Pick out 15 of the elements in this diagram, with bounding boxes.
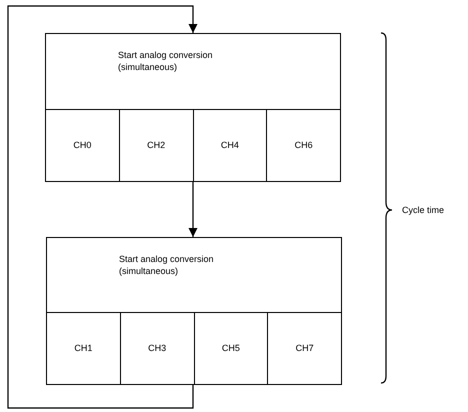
cycle-time-label: Cycle time (402, 204, 444, 217)
channel-label: CH4 (220, 138, 239, 152)
channel-label: CH0 (73, 138, 92, 152)
channel-label: CH7 (296, 342, 314, 355)
process-box (46, 237, 342, 385)
channel-label: CH5 (222, 342, 240, 355)
arrow (188, 182, 198, 237)
process-label: Start analog conversion (simultaneous) (119, 253, 215, 277)
channel-label: CH3 (148, 342, 166, 355)
channel-label: CH1 (74, 342, 92, 355)
arrow (7, 5, 198, 409)
process-box (45, 33, 341, 182)
channel-label: CH6 (294, 138, 313, 152)
process-label: Start analog conversion (simultaneous) (118, 49, 214, 73)
channel-label: CH2 (147, 138, 166, 152)
